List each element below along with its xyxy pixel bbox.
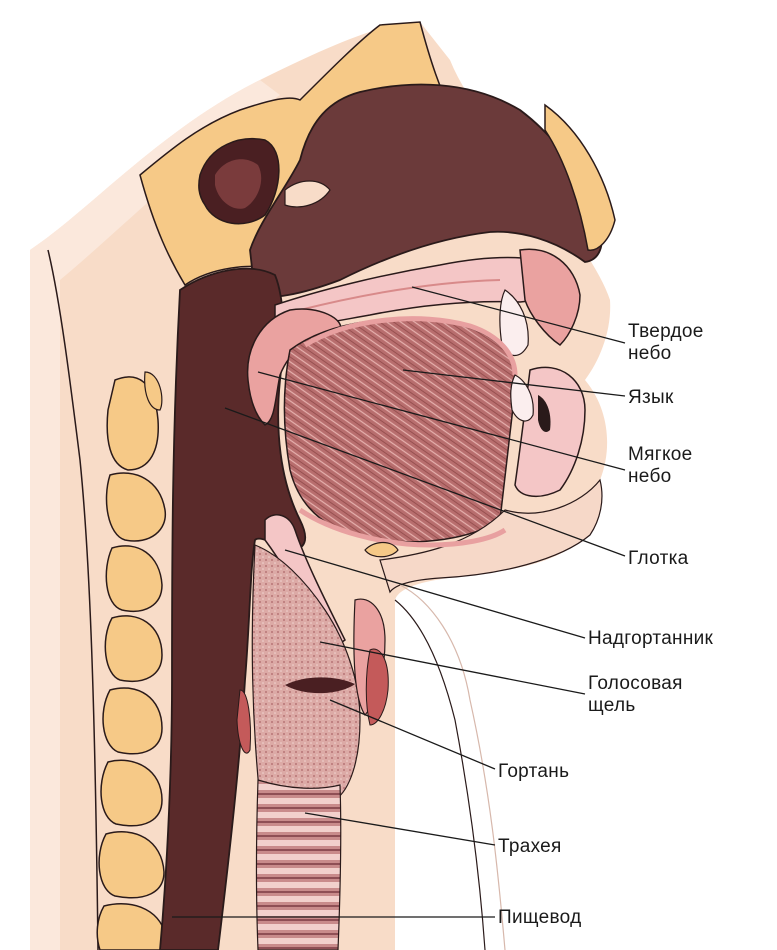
label-soft-palate: Мягкое небо — [628, 444, 693, 488]
label-hard-palate-line2: небо — [628, 343, 704, 365]
label-pharynx: Глотка — [628, 548, 688, 570]
label-hard-palate-line1: Твердое — [628, 321, 704, 343]
label-epiglottis: Надгортанник — [588, 628, 713, 650]
label-soft-palate-line2: небо — [628, 466, 693, 488]
label-glottis: Голосовая щель — [588, 673, 683, 717]
tongue — [284, 319, 515, 542]
label-glottis-line1: Голосовая — [588, 673, 683, 695]
label-larynx: Гортань — [498, 761, 569, 783]
label-glottis-line2: щель — [588, 695, 683, 717]
label-hard-palate: Твердое небо — [628, 321, 704, 365]
label-esophagus: Пищевод — [498, 907, 581, 929]
trachea — [257, 780, 341, 950]
label-soft-palate-line1: Мягкое — [628, 444, 693, 466]
label-trachea: Трахея — [498, 836, 562, 858]
label-tongue: Язык — [628, 387, 674, 409]
